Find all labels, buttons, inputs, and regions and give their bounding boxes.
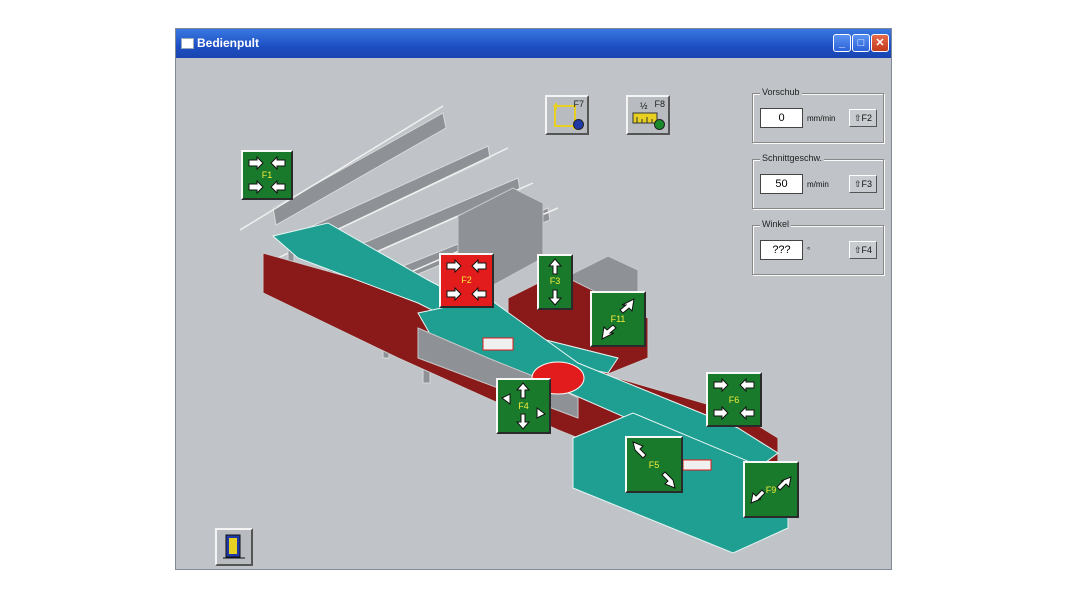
f8-status-indicator <box>654 119 665 130</box>
f6-label: F6 <box>728 395 740 405</box>
cutting-speed-group: Schnittgeschw. 50 m/min ⇧F3 <box>752 153 884 209</box>
cutting-speed-field[interactable]: 50 <box>760 174 803 194</box>
angle-label: Winkel <box>760 219 792 229</box>
four-arrows-icon <box>248 155 286 195</box>
f5-move-button[interactable]: F5 <box>625 436 683 493</box>
close-button[interactable]: ✕ <box>871 34 889 52</box>
f1-move-button[interactable]: F1 <box>241 150 293 200</box>
f6-move-button[interactable]: F6 <box>706 372 762 427</box>
window-icon <box>181 38 194 49</box>
window-title: Bedienpult <box>197 36 259 50</box>
rotate-frame-button[interactable]: F7 <box>545 95 589 135</box>
angle-shift-f4-button[interactable]: ⇧F4 <box>849 241 877 259</box>
f9-move-button[interactable]: F9 <box>743 461 799 518</box>
angle-unit: ° <box>807 246 811 255</box>
cutting-speed-unit: m/min <box>807 180 829 189</box>
f11-move-button[interactable]: F11 <box>590 291 646 347</box>
feed-rate-shift-f2-button[interactable]: ⇧F2 <box>849 109 877 127</box>
cutting-speed-shift-f3-button[interactable]: ⇧F3 <box>849 175 877 193</box>
f4-label: F4 <box>518 401 529 411</box>
f3-label: F3 <box>549 276 561 286</box>
up-down-arrows-icon <box>547 258 563 306</box>
client-area: F7 ½ F8 Vorschub 0 mm/min ⇧F2 Schni <box>178 58 889 567</box>
f4-rotate-button[interactable]: F4 <box>496 378 551 434</box>
diagonal-arrows-icon <box>750 476 792 504</box>
diagonal-arrows-icon <box>601 298 635 340</box>
exit-door-icon <box>223 534 245 559</box>
half-symbol: ½ <box>640 101 648 111</box>
feed-rate-label: Vorschub <box>760 87 802 97</box>
measure-scale-icon <box>632 112 658 124</box>
rotate-arrows-icon <box>501 382 546 430</box>
four-arrows-icon <box>713 377 755 421</box>
cutting-speed-label: Schnittgeschw. <box>760 153 825 163</box>
measure-button[interactable]: ½ F8 <box>626 95 670 135</box>
title-bar: Bedienpult _ □ ✕ <box>176 29 891 58</box>
minimize-button[interactable]: _ <box>833 34 851 52</box>
angle-group: Winkel ??? ° ⇧F4 <box>752 219 884 275</box>
f2-label: F2 <box>461 275 472 285</box>
f9-label: F9 <box>765 485 777 495</box>
four-arrows-icon <box>446 258 487 302</box>
feed-rate-unit: mm/min <box>807 114 836 123</box>
f7-status-indicator <box>573 119 584 130</box>
f5-label: F5 <box>648 460 660 470</box>
f1-label: F1 <box>261 170 273 180</box>
diagonal-arrows-icon <box>632 441 676 489</box>
maximize-button[interactable]: □ <box>852 34 870 52</box>
f3-move-button[interactable]: F3 <box>537 254 573 310</box>
angle-field[interactable]: ??? <box>760 240 803 260</box>
feed-rate-group: Vorschub 0 mm/min ⇧F2 <box>752 87 884 143</box>
f11-label: F11 <box>610 314 626 324</box>
feed-rate-field[interactable]: 0 <box>760 108 803 128</box>
f2-move-button[interactable]: F2 <box>439 253 494 308</box>
f8-key-label: F8 <box>654 99 665 109</box>
control-panel-window: Bedienpult _ □ ✕ <box>175 28 892 570</box>
exit-button[interactable] <box>215 528 253 566</box>
f7-key-label: F7 <box>573 99 584 109</box>
